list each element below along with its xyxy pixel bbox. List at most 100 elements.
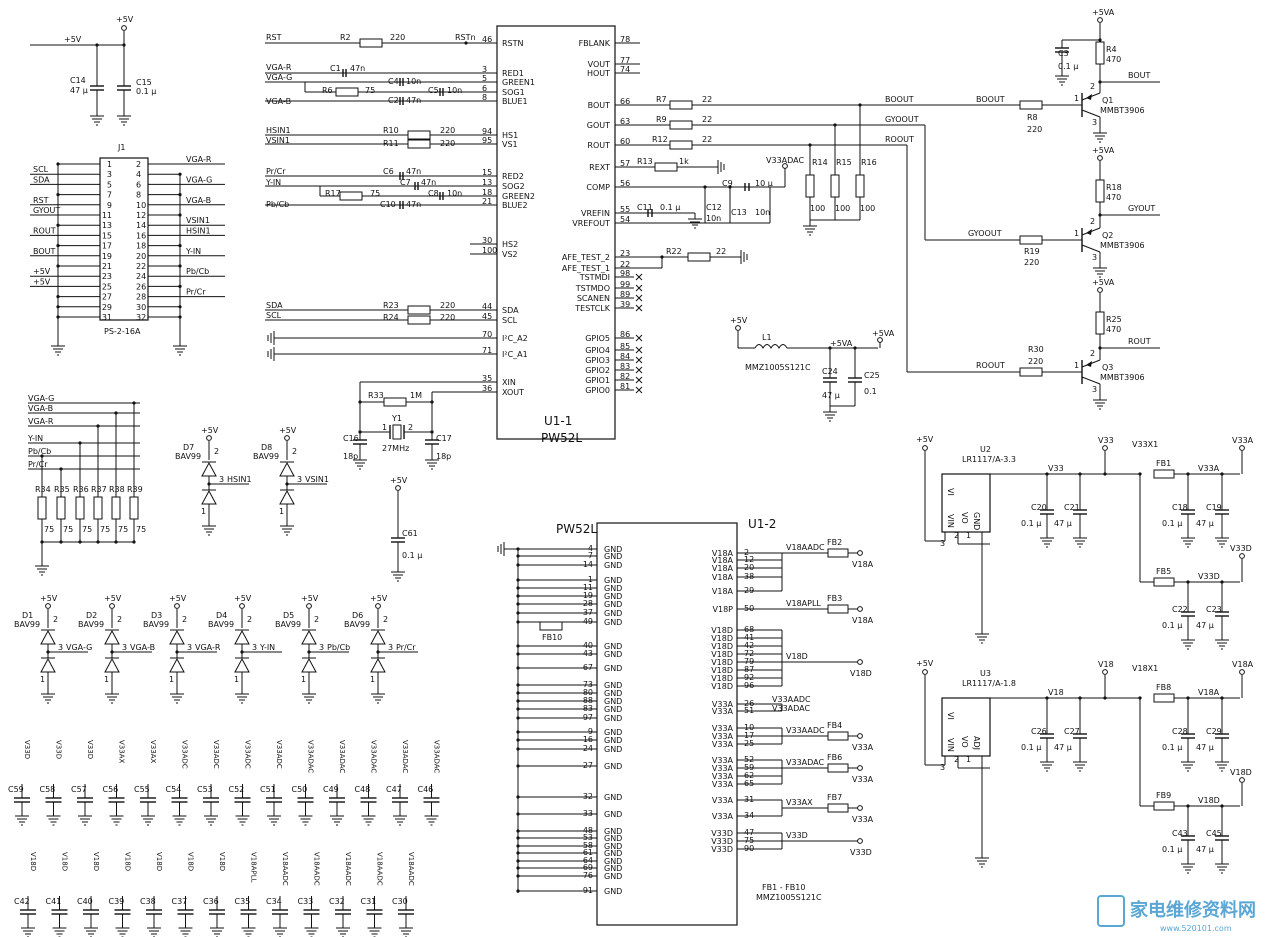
pin-name-gnd: GND (604, 618, 622, 627)
resistor-r39 (129, 496, 139, 520)
ground-icon (77, 809, 93, 826)
wire (1081, 109, 1101, 118)
ground-icon (802, 219, 818, 236)
pin-number: 2 (136, 160, 141, 169)
pin-number: 2 (314, 615, 319, 624)
junction-dot (114, 411, 118, 415)
junction-dot (1078, 696, 1082, 700)
ref-c10: C10 (380, 200, 396, 209)
net-label-rst: RST (33, 196, 49, 205)
pin-number: 41 (744, 633, 754, 642)
net-label-v33adac: V33ADAC (786, 758, 824, 767)
pin-number: 2 (1090, 82, 1095, 91)
ground-icon (424, 809, 439, 826)
net-label-vsin1: VSIN1 (266, 136, 290, 145)
pin-name-gnd: GND (604, 545, 622, 554)
ref-r8: R8 (1027, 113, 1038, 122)
resistor-r17 (339, 191, 363, 201)
ref-c33: C33 (298, 897, 314, 906)
net-label-p5va: +5VA (872, 329, 895, 338)
junction-dot (516, 874, 520, 878)
pin-number: 1 (107, 160, 112, 169)
net-label-v18d: V18D (850, 669, 872, 678)
resistor-r38 (111, 496, 121, 520)
pin-name-gnd: GND (604, 561, 622, 570)
net-label-v18aadc: V18AADC (786, 543, 825, 552)
j1-body (99, 157, 149, 321)
net-label-v33a: V33A (1232, 436, 1254, 445)
ground-icon (169, 687, 185, 704)
pin-name-v18d: V18D (711, 642, 733, 651)
pin-number: 5 (482, 74, 487, 83)
pin-name-gnd: GND (604, 827, 622, 836)
ground-icon (974, 627, 990, 644)
ground-icon (40, 687, 56, 704)
pin-number: 49 (583, 617, 593, 626)
net-label-v18x1: V18X1 (1132, 664, 1158, 673)
net-label-vga-b: VGA-B (186, 196, 211, 205)
pin-number: 60 (620, 137, 630, 146)
junction-dot (1186, 472, 1190, 476)
resistor-r4 (1095, 41, 1105, 65)
ref-r34: R34 (35, 485, 51, 494)
pin-number: 83 (583, 704, 593, 713)
pin-name-scanen: SCANEN (577, 294, 610, 303)
pin-number: 46 (482, 35, 492, 44)
pin-number: 56 (620, 179, 630, 188)
pin-name-i-c-a1: I²C_A1 (502, 350, 528, 359)
resistor-r10 (407, 130, 431, 140)
net-label-v18d: V18D (61, 852, 69, 871)
ref-c13: C13 (731, 208, 747, 217)
pin-name-tstmdi: TSTMDI (579, 273, 610, 282)
ref-c25: C25 (864, 371, 880, 380)
ref-u3: U3 (980, 669, 991, 678)
junction-dot (1103, 472, 1107, 476)
junction-dot (59, 540, 63, 544)
junction-dot (132, 540, 136, 544)
net-label-p5v: +5V (234, 594, 252, 603)
junction-dot (516, 586, 520, 590)
value-capacitor: 0.1 μ (1021, 519, 1041, 528)
ref-j1: J1 (117, 143, 125, 152)
ref-r38: R38 (109, 485, 125, 494)
pin-name-v18d: V18D (711, 634, 733, 643)
part-d3: BAV99 (143, 620, 169, 629)
pin-number: 10 (744, 723, 754, 732)
pin-number: 27 (583, 761, 593, 770)
pin-number: 2 (408, 423, 413, 432)
pin-number: 12 (744, 555, 754, 564)
supply-terminal-v33adac (782, 163, 788, 169)
net-label-p5v: +5V (916, 435, 934, 444)
pin-number: 4 (588, 544, 593, 553)
diode-icon (104, 657, 120, 673)
junction-dot (1098, 38, 1102, 42)
wire (635, 356, 643, 364)
pin-name-xin: XIN (502, 378, 516, 387)
value-r13: 1k (679, 157, 689, 166)
pin-number: 19 (583, 591, 593, 600)
pin-number: 1 (966, 755, 971, 764)
pin-number: 42 (744, 641, 754, 650)
net-label-v18: V18 (1048, 688, 1064, 697)
resistor-r25 (1095, 311, 1105, 335)
pin-name-gpio5: GPIO5 (585, 334, 610, 343)
pin-number: 62 (744, 771, 754, 780)
net-label-p5v: +5V (169, 594, 187, 603)
ferrite-fb4 (827, 731, 849, 741)
pin-name-bout: BOUT (588, 101, 611, 110)
pin-number: 29 (102, 303, 112, 312)
u1-1-input-wiring: RST R2 220 RSTn VGA-R VGA-G VGA-B C1 47n… (265, 33, 497, 470)
termination-network: VGA-GVGA-BVGA-RY-INPb/CbPr/CrR3475R3575R… (27, 394, 146, 576)
ground-icon (52, 921, 67, 937)
value-r33: 1M (410, 391, 422, 400)
pin-number: 95 (482, 136, 492, 145)
ref-r4: R4 (1106, 45, 1117, 54)
ferrite-fb9 (1153, 801, 1175, 811)
part-j1: PS-2-16A (104, 327, 141, 336)
net-label-p5v: +5V (40, 594, 58, 603)
ref-c7: C7 (400, 178, 411, 187)
pin-name-vout: VOUT (588, 60, 610, 69)
net-label-v18apll: V18APLL (250, 852, 258, 883)
terminal (174, 603, 180, 609)
ground-icon (1180, 633, 1196, 650)
